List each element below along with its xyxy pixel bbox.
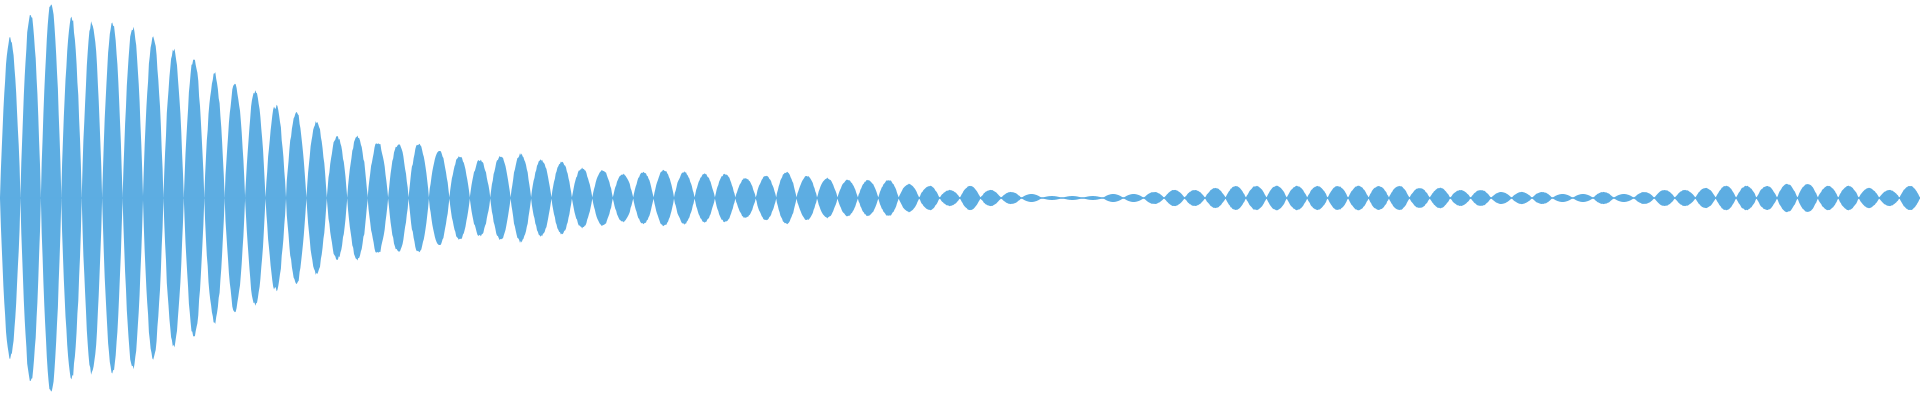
waveform-lobes bbox=[0, 4, 1920, 392]
